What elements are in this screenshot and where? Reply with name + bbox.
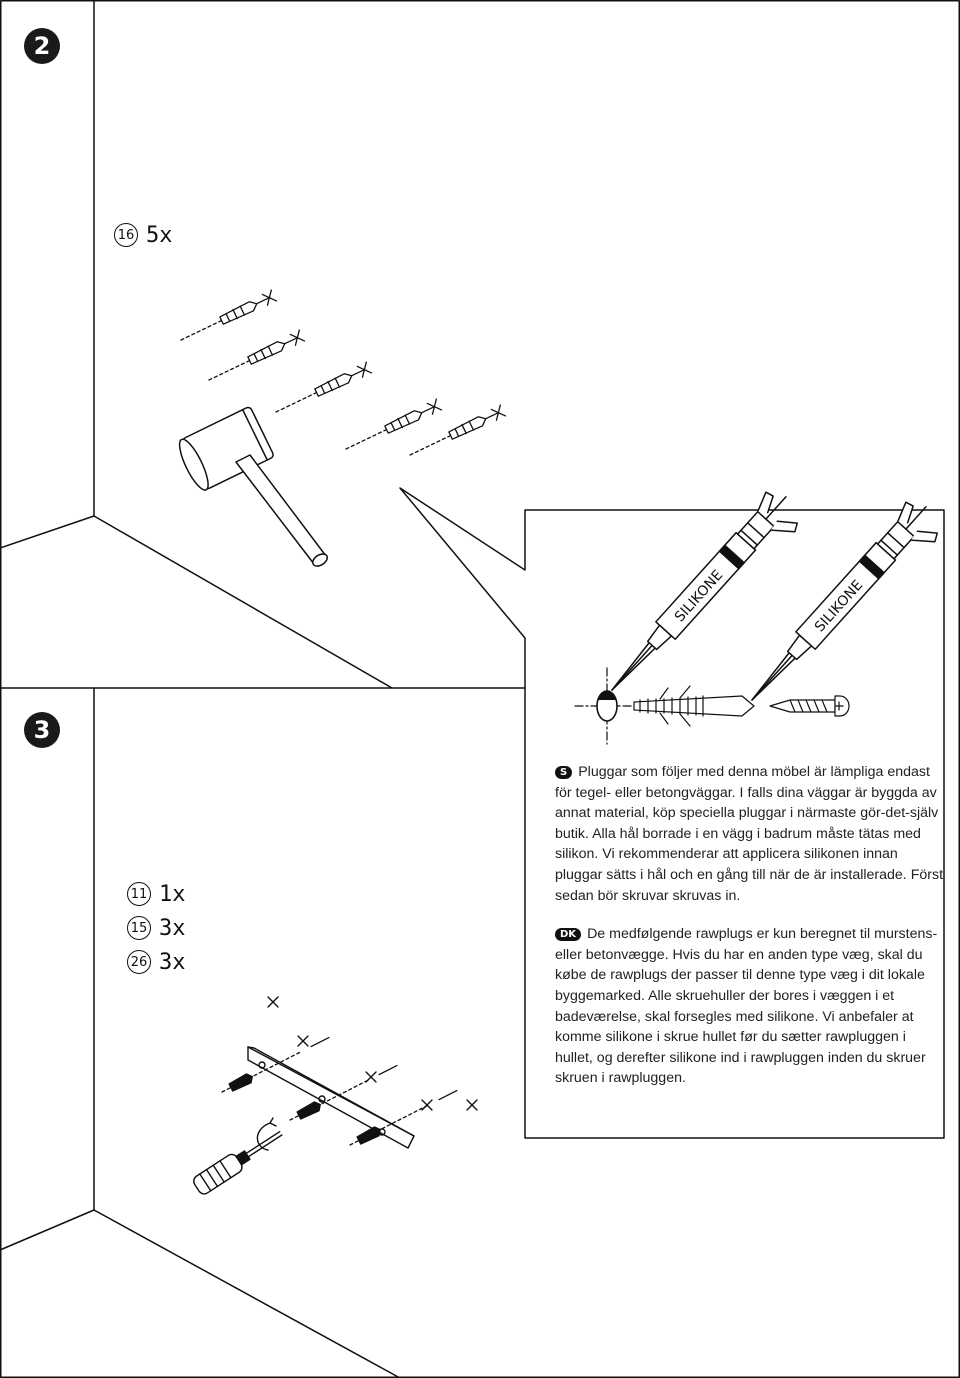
screw-heads: [267, 996, 478, 1111]
part-number-badge: 15: [127, 916, 151, 940]
part-number-badge: 11: [127, 882, 151, 906]
part-number-badge: 16: [114, 223, 138, 247]
drill-hole: [574, 667, 641, 745]
part-row: 11 1x: [127, 877, 186, 911]
plugs-with-screws: [180, 289, 507, 456]
rail: [247, 1046, 415, 1149]
screwdriver: [193, 1117, 283, 1195]
step3-parts: 11 1x 15 3x 26 3x: [127, 877, 186, 979]
part-number-badge: 26: [127, 950, 151, 974]
part-row: 16 5x: [114, 218, 173, 252]
room-corner-step2: [0, 0, 393, 689]
step2-parts: 16 5x: [114, 218, 173, 252]
hammer: [178, 406, 328, 567]
step-number-3: 3: [24, 712, 60, 748]
part-row: 15 3x: [127, 911, 186, 945]
part-row: 26 3x: [127, 945, 186, 979]
part-quantity: 3x: [159, 949, 186, 975]
part-quantity: 3x: [159, 915, 186, 941]
part-quantity: 1x: [159, 881, 186, 907]
language-badge-se: S: [555, 766, 573, 779]
danish-note-text: De medfølgende rawplugs er kun beregnet …: [555, 926, 938, 1087]
screw: [769, 695, 850, 717]
callout-box: [399, 487, 945, 1139]
part-quantity: 5x: [146, 222, 173, 248]
language-badge-dk: DK: [555, 928, 582, 942]
swedish-note-text: Pluggar som följer med denna möbel är lä…: [555, 764, 944, 904]
wall-plug: [633, 685, 755, 727]
step-number-2: 2: [24, 28, 60, 64]
room-corner-step3: [0, 687, 401, 1378]
rail-screws: [221, 1036, 458, 1146]
